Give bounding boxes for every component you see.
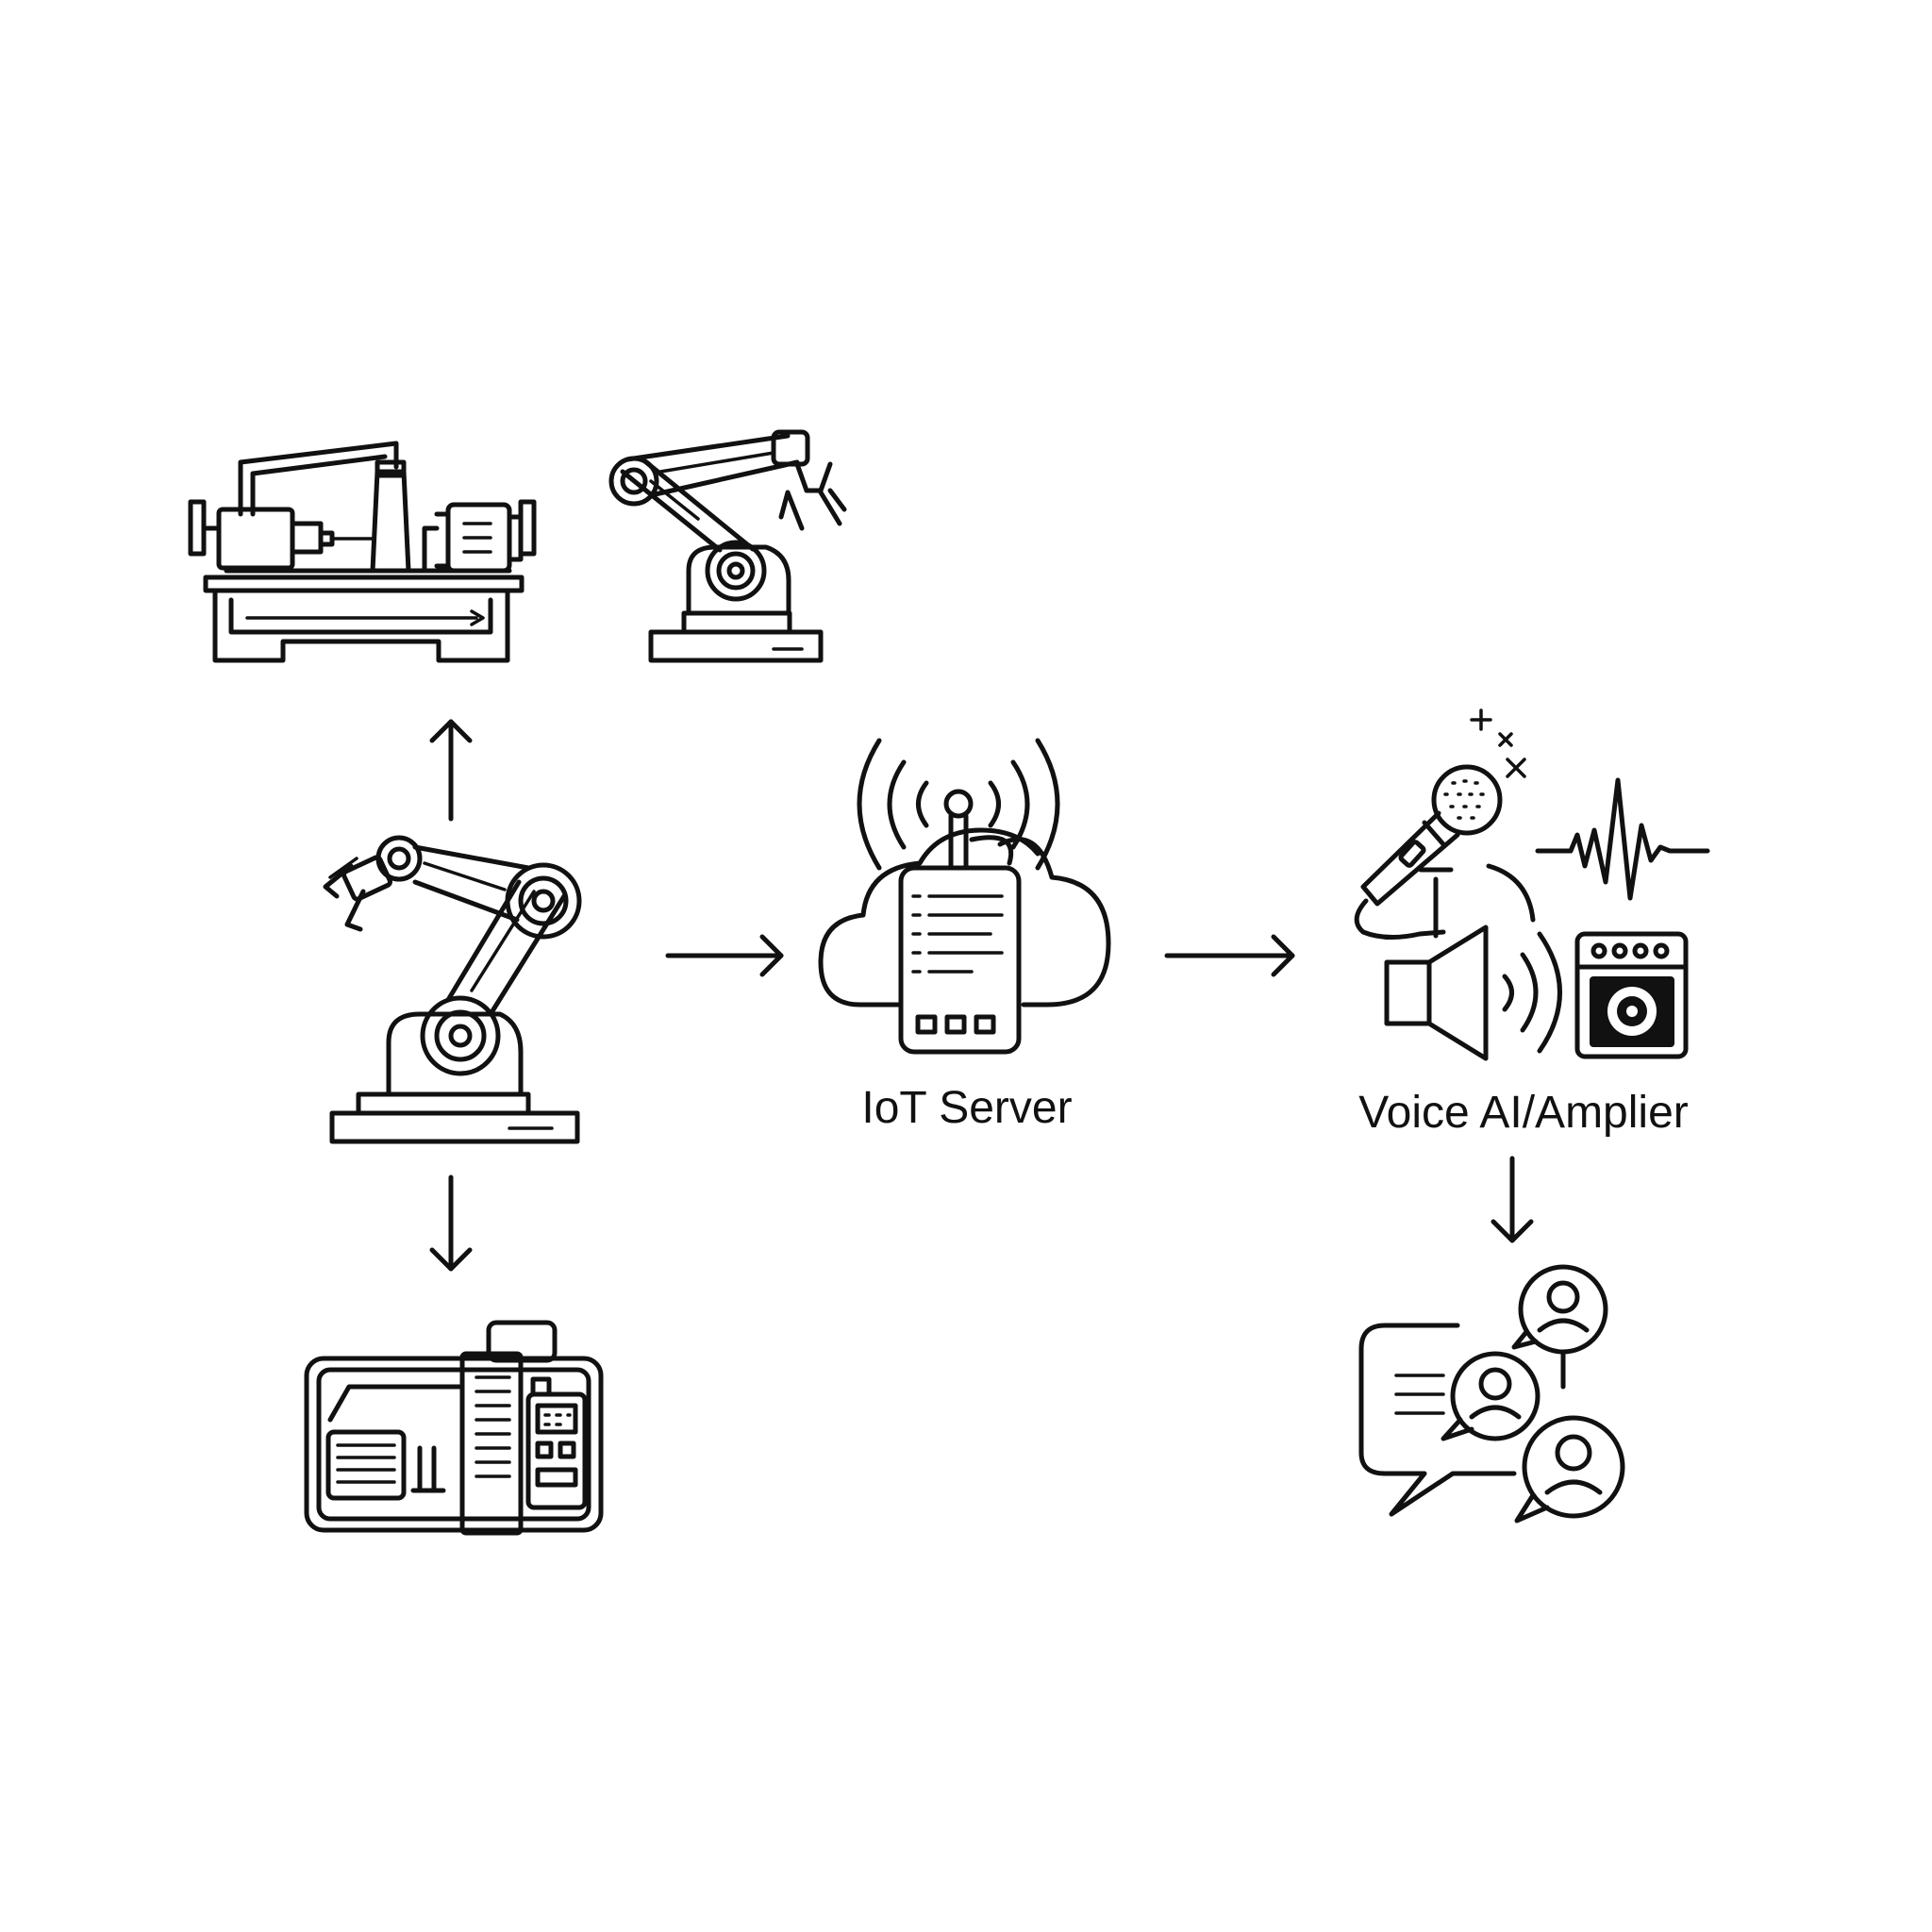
arrow-down-to-team-chat: [1491, 1156, 1534, 1243]
generator-icon: [304, 1320, 604, 1536]
arrow-down-to-generator: [429, 1174, 473, 1272]
cloud-server-icon: [818, 738, 1111, 1055]
microphone-speaker-amplifier-icon: [1354, 708, 1710, 1061]
lathe-machine-icon: [188, 441, 537, 663]
iot-server-label: IoT Server: [861, 1083, 1072, 1133]
arrow-up-to-lathe: [429, 719, 473, 822]
chat-users-icon: [1358, 1264, 1625, 1524]
voice-ai-label: Voice AI/Amplier: [1358, 1088, 1689, 1138]
robot-arm-small-icon: [608, 429, 847, 663]
robot-arm-main-icon: [323, 835, 582, 1144]
arrow-right-to-iot-server: [665, 934, 784, 977]
arrow-right-to-voice-ai: [1164, 934, 1295, 977]
